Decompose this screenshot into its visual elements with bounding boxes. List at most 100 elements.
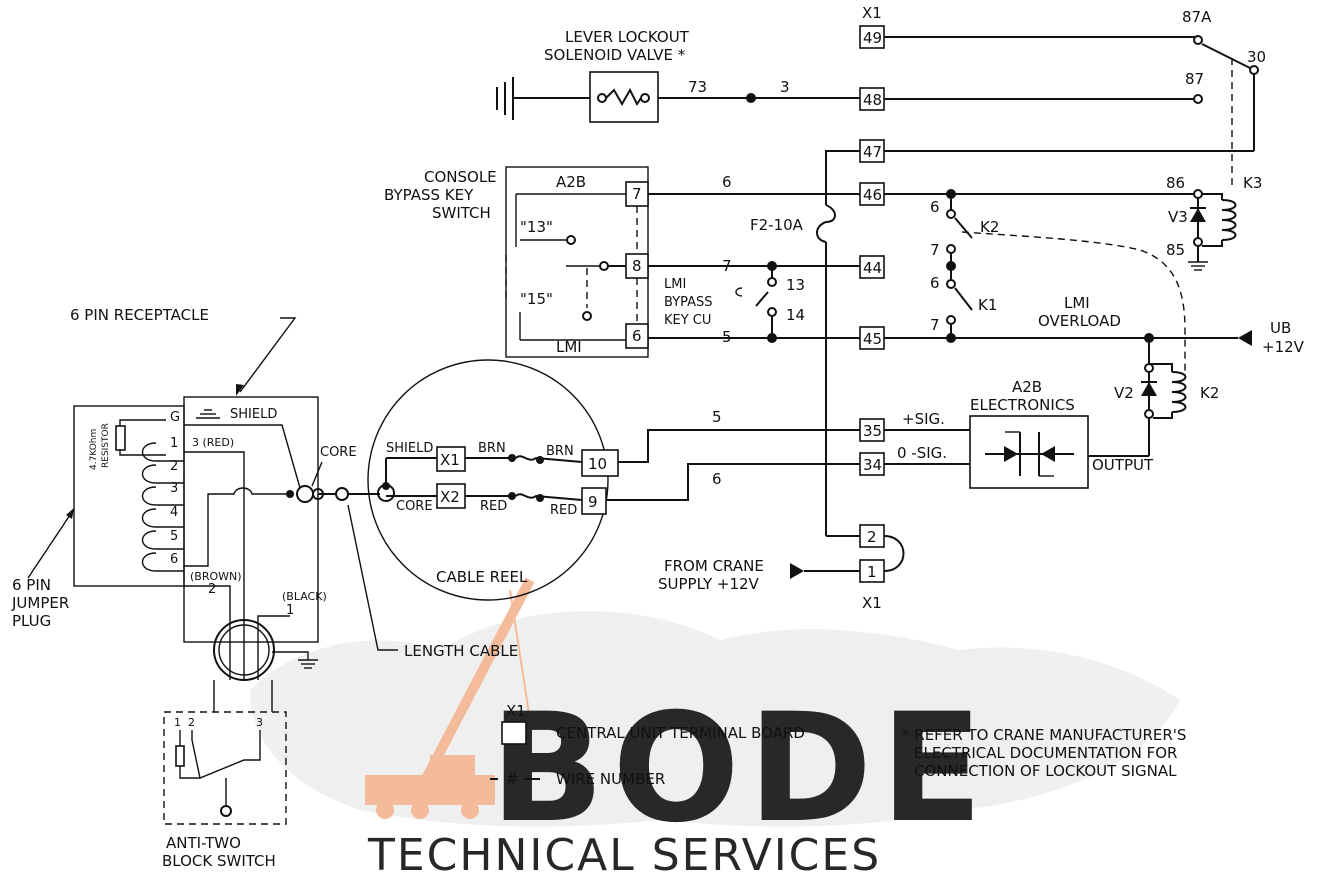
- output-label: OUTPUT: [1092, 456, 1154, 474]
- switch-pin-1-label: 1: [174, 716, 181, 729]
- k3-label: K3: [1243, 174, 1262, 192]
- key-terminal-8: 8: [632, 257, 642, 275]
- lmi-bypass-label-3: KEY CU: [664, 313, 711, 328]
- relay-87-label: 87: [1185, 70, 1204, 88]
- a2b-electronics-label-1: A2B: [1012, 378, 1042, 396]
- terminal-48: 48: [863, 91, 882, 109]
- lmi-bypass-label-1: LMI: [664, 277, 686, 292]
- six-pin-jumper-label-1: 6 PIN: [12, 576, 51, 594]
- quote-13-label: "13": [520, 218, 553, 236]
- watermark: BODE TECHNICAL SERVICES: [250, 577, 1180, 877]
- v2-label: V2: [1114, 384, 1134, 402]
- relay-87a-label: 87A: [1182, 8, 1212, 26]
- watermark-subtitle: TECHNICAL SERVICES: [367, 830, 881, 877]
- note-line-1: * REFER TO CRANE MANUFACTURER'S: [902, 726, 1186, 744]
- pin-g-label: G: [170, 410, 180, 425]
- shield-label: SHIELD: [230, 407, 277, 422]
- solenoid-valve-label: SOLENOID VALVE *: [544, 46, 686, 64]
- cable-reel: CABLE REEL 10 9 X1 X2 SHIELD CORE BRN BR…: [318, 359, 619, 660]
- pin-1-label: 1: [170, 436, 178, 451]
- terminal-board-x1: X1 49 48 47 46 44 45 35 34 2 1 X1: [859, 4, 905, 612]
- red-b-label: RED: [550, 503, 577, 518]
- wire-7-label: 7: [722, 257, 732, 275]
- anti-two-label-1: ANTI-TWO: [166, 834, 241, 852]
- terminal-46: 46: [863, 186, 882, 204]
- k2-top-label: K2: [980, 218, 999, 236]
- fuse-label: F2-10A: [750, 216, 804, 234]
- pin-2-label: 2: [170, 459, 178, 474]
- wire-73-label: 73: [688, 78, 707, 96]
- lmi-overload-label-2: OVERLOAD: [1038, 312, 1121, 330]
- legend-wire-symbol: #: [506, 770, 519, 788]
- from-crane-label-1: FROM CRANE: [664, 557, 764, 575]
- reel-terminal-10: 10: [588, 455, 607, 473]
- wires-center: 6 7 13 14 LMI BYPASS KEY CU 5 F2-10A UB …: [648, 150, 1305, 537]
- relay-30-label: 30: [1247, 48, 1266, 66]
- contact-6b-label: 6: [930, 274, 940, 292]
- pin-6-label: 6: [170, 552, 178, 567]
- wire-13-label: 13: [786, 276, 805, 294]
- terminal-45: 45: [863, 330, 882, 348]
- crane-supply: FROM CRANE SUPPLY +12V: [658, 557, 860, 593]
- red-a-label: RED: [480, 499, 507, 514]
- bypass-key-label: BYPASS KEY: [384, 186, 474, 204]
- reel-x1-label: X1: [440, 451, 460, 469]
- reel-x2-label: X2: [440, 488, 460, 506]
- anti-two-block-switch: 1 2 3 ANTI-TWO BLOCK SWITCH: [162, 680, 287, 870]
- relay-k3: 87A 87 30 86 K3 V3 85: [884, 8, 1266, 271]
- lmi-bypass-label-2: BYPASS: [664, 295, 713, 310]
- resistor-label-2: RESISTOR: [101, 423, 111, 468]
- a2b-electronics: K2 V2 A2B ELECTRONICS OUTPUT +SIG. 0 -SI…: [884, 338, 1219, 489]
- brn-b-label: BRN: [546, 444, 574, 459]
- crane-logo: [365, 577, 535, 819]
- six-pin-receptacle-label: 6 PIN RECEPTACLE: [70, 306, 209, 324]
- from-crane-label-2: SUPPLY +12V: [658, 575, 760, 593]
- brown-label: (BROWN): [190, 570, 242, 583]
- contact-6a-label: 6: [930, 198, 940, 216]
- brn-a-label: BRN: [478, 441, 506, 456]
- six-pin-receptacle: 6 PIN RECEPTACLE 4.7KOhm RESISTOR G SHIE…: [11, 306, 357, 681]
- solenoid-valve-box: [589, 71, 659, 123]
- brown-pin-2-label: 2: [208, 582, 216, 597]
- k2-right-label: K2: [1200, 384, 1219, 402]
- anti-two-label-2: BLOCK SWITCH: [162, 852, 276, 870]
- wire-3-label: 3: [780, 78, 790, 96]
- reel-terminal-9: 9: [588, 493, 598, 511]
- pin-5-label: 5: [170, 529, 178, 544]
- solenoid-section: LEVER LOCKOUT SOLENOID VALVE * 73 3: [496, 28, 860, 123]
- terminal-1: 1: [867, 563, 877, 581]
- contact-7b-label: 7: [930, 316, 940, 334]
- black-label: (BLACK): [282, 590, 327, 603]
- lever-lockout-label: LEVER LOCKOUT: [565, 28, 690, 46]
- switch-pin-2-label: 2: [188, 716, 195, 729]
- note-line-3: CONNECTION OF LOCKOUT SIGNAL: [914, 762, 1177, 780]
- signal-wires: 5 6: [606, 408, 860, 501]
- terminal-34: 34: [863, 456, 882, 474]
- reel-core-label: CORE: [396, 499, 433, 514]
- ground-symbol-left: [496, 77, 514, 120]
- ub-label: UB: [1270, 319, 1291, 337]
- relay-85-label: 85: [1166, 241, 1185, 259]
- black-pin-1-label: 1: [286, 603, 294, 618]
- console-bypass-key-switch: CONSOLE BYPASS KEY SWITCH A2B 7 "13" 8 "…: [384, 166, 649, 358]
- legend-x1-label: X1: [506, 702, 526, 720]
- legend-terminal-label: CENTRAL UNIT TERMINAL BOARD: [556, 724, 805, 742]
- terminal-47: 47: [863, 143, 882, 161]
- contact-7a-label: 7: [930, 241, 940, 259]
- lmi-switch-label: LMI: [556, 338, 582, 356]
- wire-6b-label: 6: [712, 470, 722, 488]
- length-cable-label: LENGTH CABLE: [404, 642, 518, 660]
- a2b-electronics-label-2: ELECTRONICS: [970, 396, 1075, 414]
- key-terminal-7: 7: [632, 185, 642, 203]
- a2b-switch-label: A2B: [556, 173, 586, 191]
- six-pin-jumper-label-2: JUMPER: [11, 594, 69, 612]
- resistor-label-1: 4.7KOhm: [89, 429, 99, 470]
- wire-5a-label: 5: [722, 328, 732, 346]
- switch-label: SWITCH: [432, 204, 491, 222]
- pin-3-label: 3: [170, 481, 178, 496]
- pin-4-label: 4: [170, 505, 178, 520]
- terminal-44: 44: [863, 259, 882, 277]
- relay-contacts-k1-k2: 6 K2 7 6 K1 7: [930, 189, 1186, 375]
- minus-sig-label: 0 -SIG.: [897, 444, 947, 462]
- note-line-2: ELECTRICAL DOCUMENTATION FOR: [914, 744, 1177, 762]
